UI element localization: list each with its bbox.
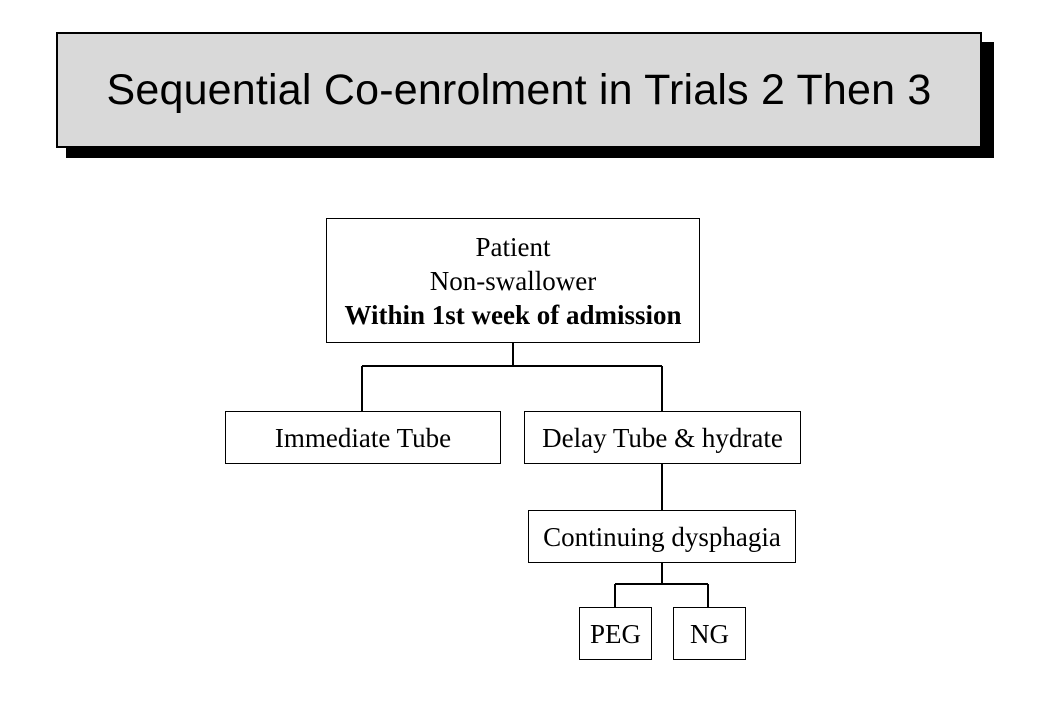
page-title: Sequential Co-enrolment in Trials 2 Then… xyxy=(106,65,932,114)
node-continuing-dysphagia: Continuing dysphagia xyxy=(528,510,796,563)
node-ng: NG xyxy=(673,607,746,660)
within-first-week-label: Within 1st week of admission xyxy=(344,299,682,330)
node-delay-tube: Delay Tube & hydrate xyxy=(524,411,801,464)
node-peg: PEG xyxy=(579,607,652,660)
immediate-tube-label: Immediate Tube xyxy=(274,422,452,453)
delay-tube-label: Delay Tube & hydrate xyxy=(542,422,783,453)
continuing-dysphagia-label: Continuing dysphagia xyxy=(543,521,781,552)
patient-label: Patient xyxy=(475,231,551,262)
non-swallower-label: Non-swallower xyxy=(429,265,597,296)
title-banner: Sequential Co-enrolment in Trials 2 Then… xyxy=(56,32,982,148)
peg-label: PEG xyxy=(589,618,641,649)
node-immediate-tube: Immediate Tube xyxy=(225,411,501,464)
ng-label: NG xyxy=(690,618,729,649)
node-patient: Patient Non-swallower Within 1st week of… xyxy=(326,218,700,343)
